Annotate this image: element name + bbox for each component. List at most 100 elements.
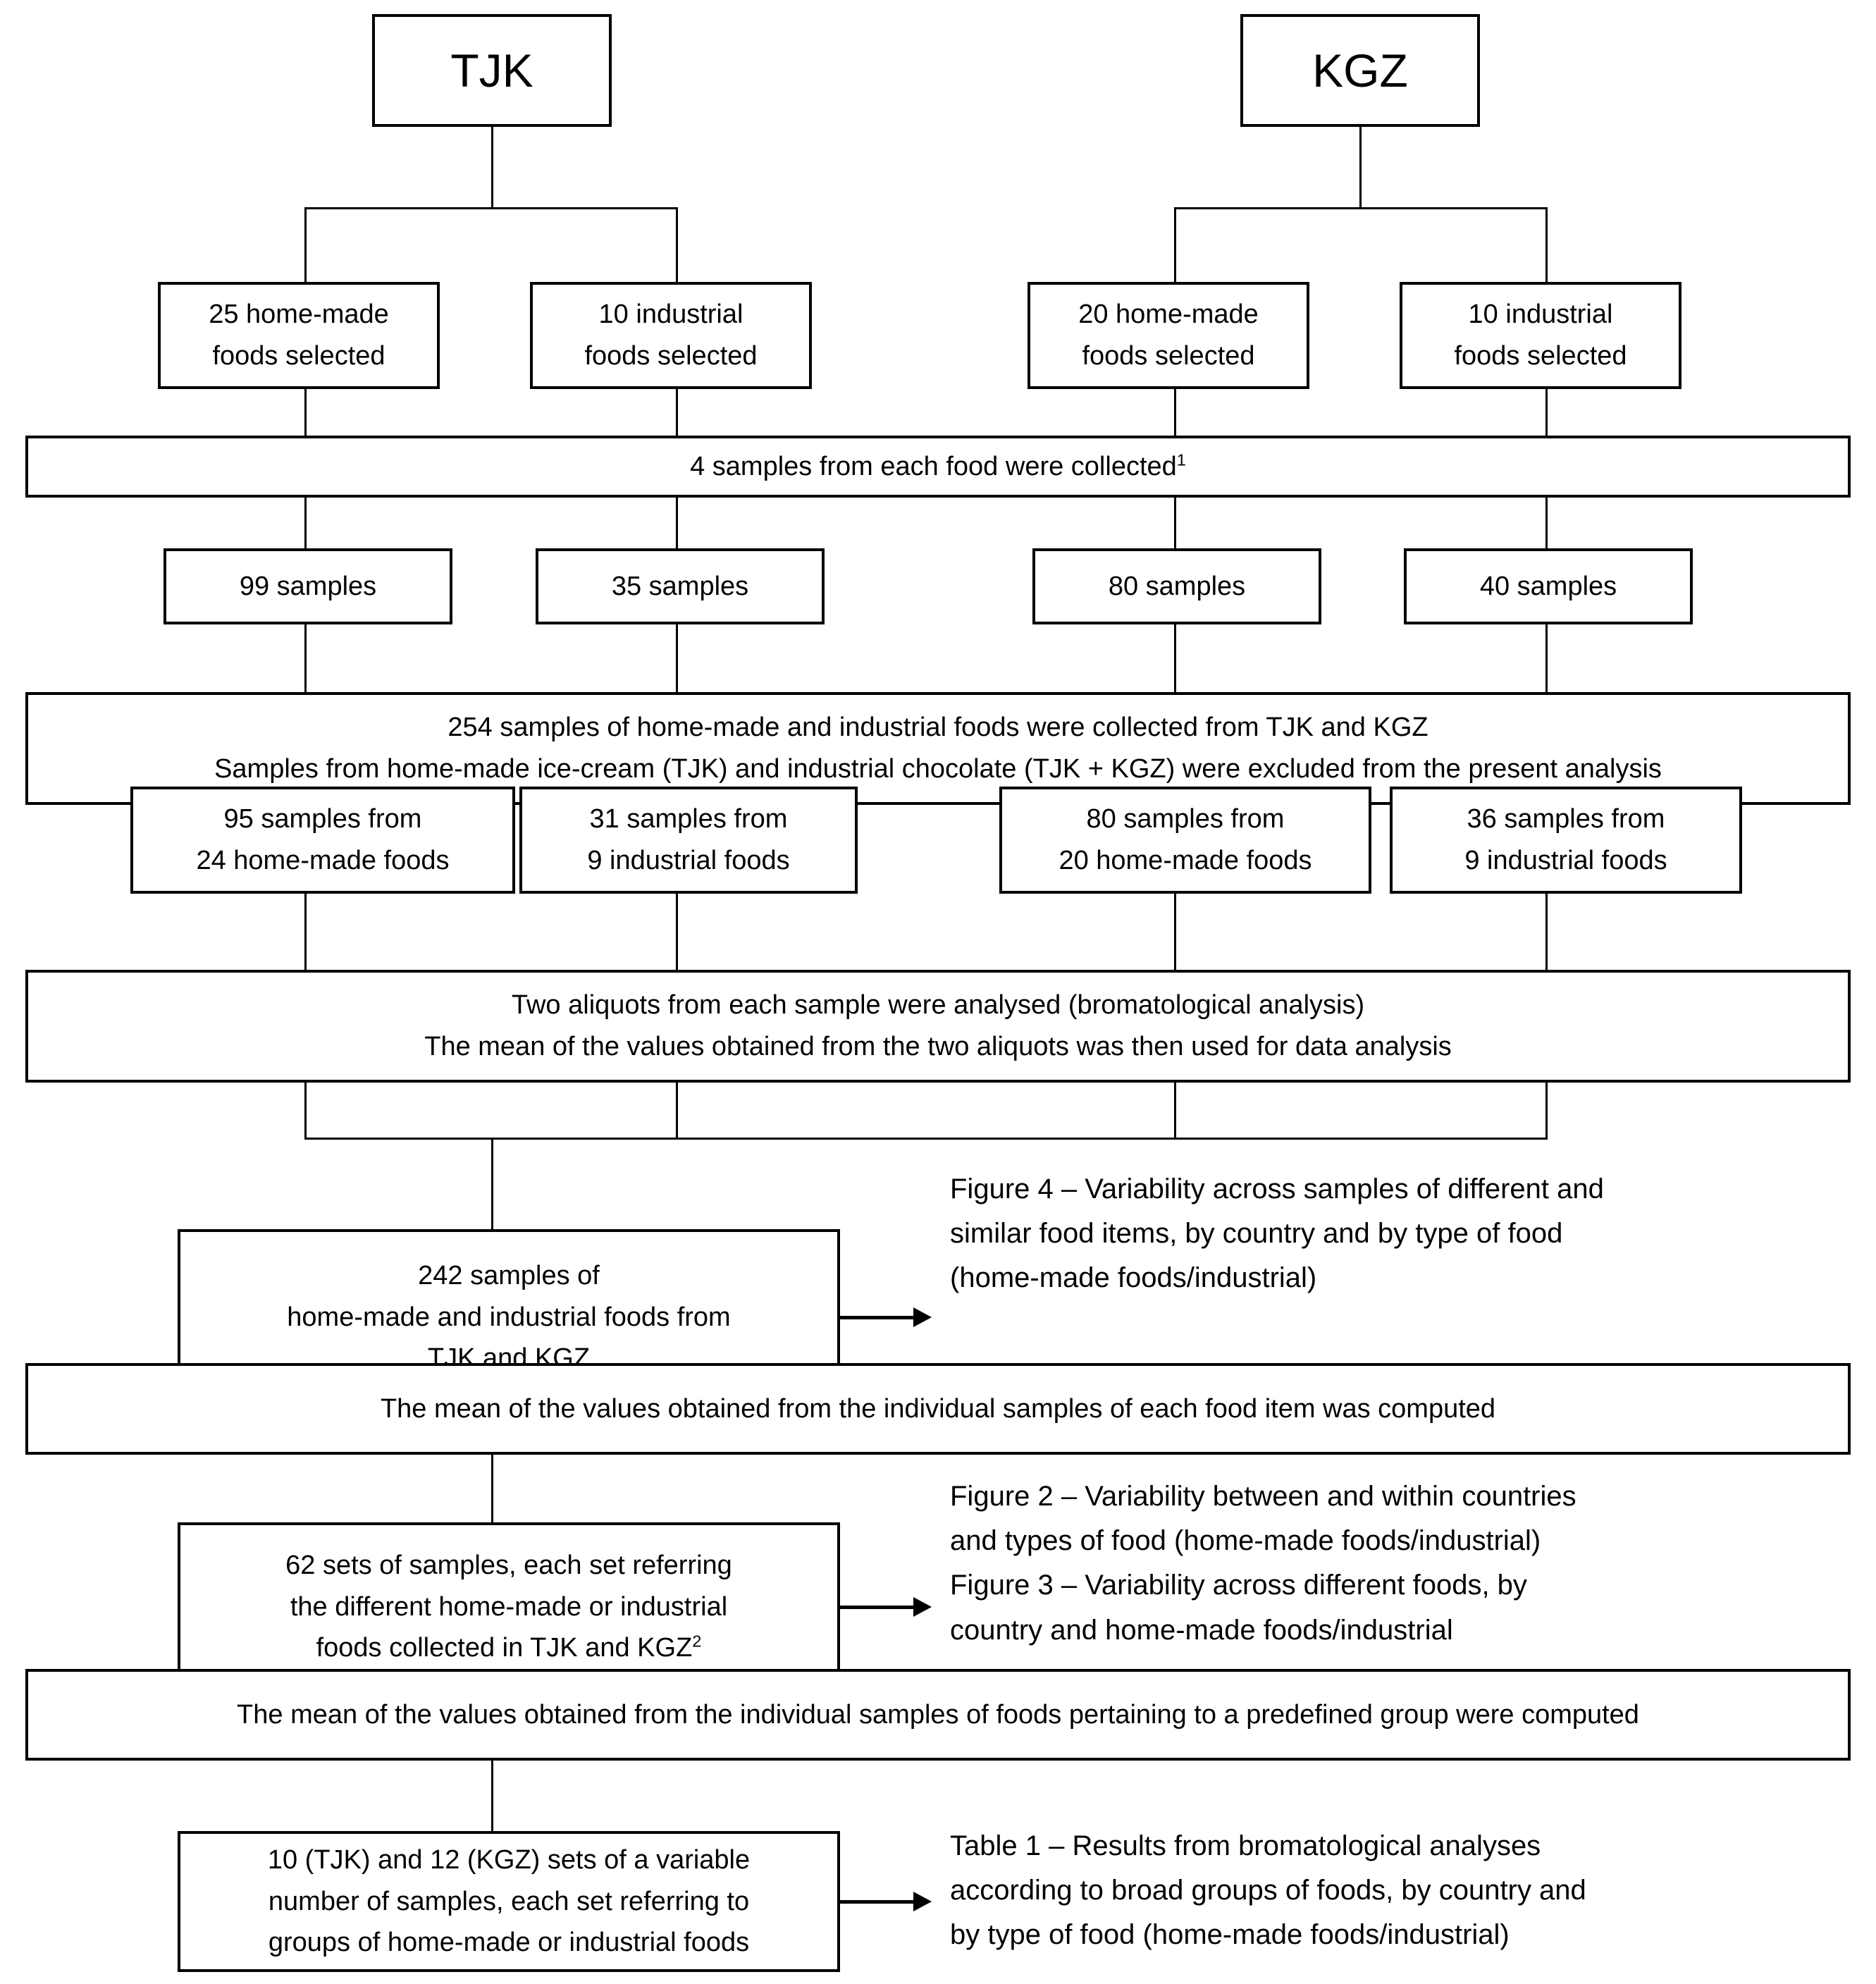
- node-tjk-industrial-selected-line1: 10 industrial: [598, 300, 743, 330]
- node-tjk-home-retained-line2: 24 home-made foods: [196, 846, 450, 875]
- node-kgz-industrial-samples-label: 40 samples: [1479, 571, 1617, 601]
- note-table-1-line2: according to broad groups of foods, by c…: [950, 1875, 1586, 1906]
- node-62-sets-line2: the different home-made or industrial: [290, 1591, 728, 1622]
- bar-mean-food-group: The mean of the values obtained from the…: [25, 1669, 1851, 1761]
- node-group-sets-line2: number of samples, each set referring to: [268, 1886, 750, 1916]
- note-table-1-line3: by type of food (home-made foods/industr…: [950, 1919, 1510, 1951]
- bar-254-line1: 254 samples of home-made and industrial …: [448, 713, 1428, 743]
- bar-254-line2: Samples from home-made ice-cream (TJK) a…: [214, 754, 1662, 784]
- node-tjk-industrial-selected: 10 industrial foods selected: [530, 282, 812, 389]
- node-62-sets-footnote: 2: [692, 1632, 702, 1651]
- note-figure-4: Figure 4 – Variability across samples of…: [950, 1167, 1808, 1301]
- note-figure-4-line3: (home-made foods/industrial): [950, 1262, 1317, 1294]
- node-tjk-industrial-retained-line1: 31 samples from: [589, 804, 788, 834]
- connector-tjk-stem: [491, 127, 493, 209]
- connector-tjk-bus: [304, 207, 678, 209]
- connector-kgz-bus: [1174, 207, 1548, 209]
- node-kgz-home-samples-label: 80 samples: [1108, 571, 1246, 601]
- bar-254-collected: 254 samples of home-made and industrial …: [25, 692, 1851, 805]
- node-kgz-home-selected-line1: 20 home-made: [1078, 300, 1259, 330]
- node-tjk-home-retained-line1: 95 samples from: [223, 804, 422, 834]
- note-figure-2-line2: and types of food (home-made foods/indus…: [950, 1525, 1541, 1557]
- node-country-kgz: KGZ: [1240, 14, 1480, 127]
- arrow-to-table1-head: [913, 1892, 932, 1911]
- connector-drop-kgz-home-5: [1174, 894, 1176, 970]
- bar-samples-collected-footnote: 1: [1176, 450, 1186, 469]
- node-tjk-home-selected: 25 home-made foods selected: [158, 282, 440, 389]
- connector-drop-tjk-ind-1: [676, 389, 678, 436]
- connector-drop-kgz-ind-5: [1545, 894, 1548, 970]
- connector-kgz-to-home: [1174, 207, 1176, 282]
- connector-drop-tjk-ind-2: [676, 498, 678, 548]
- node-tjk-industrial-retained-line2: 9 industrial foods: [587, 846, 790, 875]
- bar-mean-food-item-text: The mean of the values obtained from the…: [380, 1393, 1496, 1424]
- arrow-to-figure4: [840, 1303, 932, 1331]
- bar-aliquots: Two aliquots from each sample were analy…: [25, 970, 1851, 1083]
- node-kgz-industrial-selected-line1: 10 industrial: [1468, 300, 1613, 330]
- note-figure-3-line2: country and home-made foods/industrial: [950, 1614, 1453, 1646]
- bar-mean-food-group-text: The mean of the values obtained from the…: [237, 1699, 1639, 1730]
- connector-merge-c1: [304, 1083, 307, 1139]
- node-kgz-home-retained: 80 samples from 20 home-made foods: [999, 787, 1371, 894]
- node-tjk-home-samples-label: 99 samples: [239, 571, 377, 601]
- arrow-to-figure4-shaft: [840, 1316, 913, 1319]
- note-table-1-line1: Table 1 – Results from bromatological an…: [950, 1830, 1541, 1861]
- note-table-1: Table 1 – Results from bromatological an…: [950, 1824, 1808, 1958]
- node-tjk-industrial-samples: 35 samples: [536, 548, 825, 624]
- connector-drop-tjk-ind-5: [676, 894, 678, 970]
- node-62-sets-line1: 62 sets of samples, each set referring: [285, 1550, 732, 1580]
- connector-kgz-stem: [1359, 127, 1362, 209]
- connector-merge-c4: [1545, 1083, 1548, 1139]
- bar-samples-collected-text: 4 samples from each food were collected: [690, 451, 1177, 481]
- node-tjk-industrial-selected-line2: foods selected: [584, 341, 758, 371]
- node-tjk-home-retained: 95 samples from 24 home-made foods: [130, 787, 515, 894]
- node-kgz-home-selected: 20 home-made foods selected: [1028, 282, 1309, 389]
- connector-merge-bus: [304, 1138, 1548, 1140]
- connector-mean-group-to-groups: [491, 1761, 493, 1831]
- connector-tjk-to-industrial: [676, 207, 678, 282]
- node-kgz-home-retained-line2: 20 home-made foods: [1059, 846, 1312, 875]
- bar-mean-food-item: The mean of the values obtained from the…: [25, 1363, 1851, 1455]
- connector-drop-tjk-home-5: [304, 894, 307, 970]
- node-kgz-industrial-retained-line2: 9 industrial foods: [1464, 846, 1667, 875]
- node-kgz-industrial-retained-line1: 36 samples from: [1467, 804, 1665, 834]
- bar-samples-collected: 4 samples from each food were collected1: [25, 436, 1851, 498]
- arrow-to-table1-shaft: [840, 1900, 913, 1904]
- node-kgz-industrial-selected: 10 industrial foods selected: [1400, 282, 1681, 389]
- node-group-sets-box: 10 (TJK) and 12 (KGZ) sets of a variable…: [178, 1831, 840, 1972]
- node-group-sets-line3: groups of home-made or industrial foods: [268, 1928, 750, 1958]
- node-tjk-industrial-retained: 31 samples from 9 industrial foods: [519, 787, 858, 894]
- arrow-to-figure4-head: [913, 1307, 932, 1327]
- connector-drop-kgz-ind-1: [1545, 389, 1548, 436]
- node-tjk-home-selected-line1: 25 home-made: [209, 300, 389, 330]
- connector-drop-kgz-home-3: [1174, 624, 1176, 694]
- node-242-samples-line2: home-made and industrial foods from: [287, 1302, 731, 1332]
- arrow-to-figure23-shaft: [840, 1606, 913, 1609]
- connector-kgz-to-industrial: [1545, 207, 1548, 282]
- connector-drop-tjk-home-2: [304, 498, 307, 548]
- note-figure-4-line1: Figure 4 – Variability across samples of…: [950, 1173, 1604, 1204]
- node-kgz-industrial-samples: 40 samples: [1404, 548, 1693, 624]
- node-tjk-home-selected-line2: foods selected: [212, 341, 385, 371]
- node-tjk-home-samples: 99 samples: [163, 548, 452, 624]
- node-242-samples-line1: 242 samples of: [418, 1260, 600, 1290]
- note-figure-2-3: Figure 2 – Variability between and withi…: [950, 1474, 1808, 1653]
- note-figure-3-line1: Figure 3 – Variability across different …: [950, 1570, 1527, 1601]
- connector-drop-kgz-home-2: [1174, 498, 1176, 548]
- connector-drop-kgz-ind-2: [1545, 498, 1548, 548]
- node-kgz-industrial-selected-line2: foods selected: [1454, 341, 1627, 371]
- node-tjk-industrial-samples-label: 35 samples: [611, 571, 749, 601]
- connector-mean-item-to-62: [491, 1455, 493, 1522]
- connector-drop-kgz-ind-3: [1545, 624, 1548, 694]
- node-country-tjk: TJK: [372, 14, 612, 127]
- connector-merge-c3: [1174, 1083, 1176, 1139]
- connector-drop-tjk-home-3: [304, 624, 307, 694]
- bar-aliquots-line2: The mean of the values obtained from the…: [424, 1032, 1452, 1061]
- node-kgz-industrial-retained: 36 samples from 9 industrial foods: [1390, 787, 1742, 894]
- node-kgz-home-retained-line1: 80 samples from: [1086, 804, 1285, 834]
- node-62-sets-line3: foods collected in TJK and KGZ: [316, 1633, 693, 1663]
- connector-tjk-to-home: [304, 207, 307, 282]
- node-group-sets-line1: 10 (TJK) and 12 (KGZ) sets of a variable: [267, 1844, 751, 1875]
- connector-merge-stem: [491, 1138, 493, 1243]
